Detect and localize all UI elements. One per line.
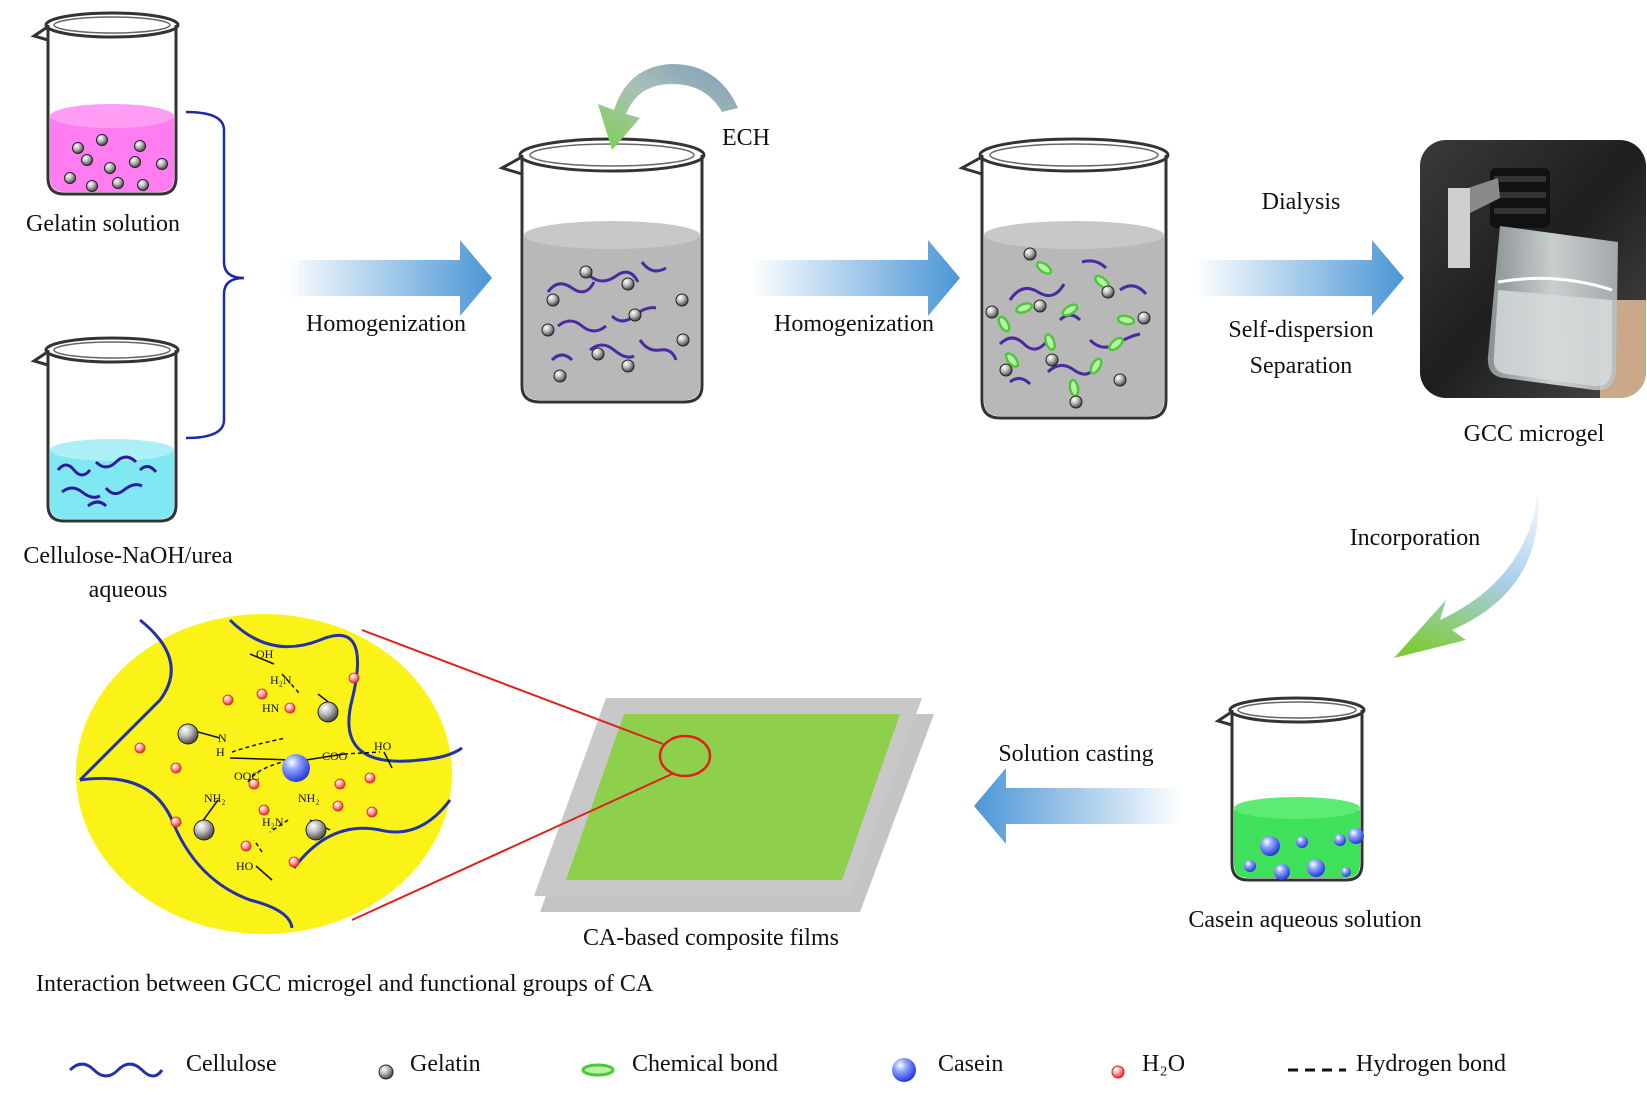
legend-casein-label: Casein: [938, 1051, 1004, 1077]
ech-label: ECH: [722, 125, 770, 151]
interaction-water: [134, 672, 378, 868]
cellulose-solution-label-2: aqueous: [88, 577, 168, 603]
label-ho-right: HO: [374, 739, 392, 753]
ech-beaker-gelatin: [541, 265, 690, 383]
dialysis-label: Dialysis: [1261, 189, 1341, 215]
legend-h2o-label: H₂O: [1142, 1051, 1186, 1077]
gelatin-solution-label: Gelatin solution: [26, 211, 180, 237]
homogenization-arrow-2: [752, 240, 960, 316]
dialysis-arrow: [1196, 240, 1404, 316]
solution-casting-label: Solution casting: [998, 741, 1154, 767]
crosslinked-bonds: [997, 261, 1136, 398]
interaction-caption: Interaction between GCC microgel and fun…: [36, 971, 654, 997]
legend-casein-icon: [892, 1058, 916, 1082]
label-hn: HN: [262, 701, 280, 715]
gcc-microgel-label: GCC microgel: [1463, 421, 1605, 447]
ech-curved-arrow: [598, 64, 738, 150]
crosslinked-beaker: [958, 137, 1170, 420]
interaction-zoom: OH H₂N HN N H COO HO OOC NH₂ NH₂ H₂N HO: [76, 614, 463, 934]
legend-hydrogen-bond-label: Hydrogen bond: [1356, 1051, 1506, 1077]
legend-cellulose-label: Cellulose: [186, 1051, 277, 1077]
separation-label: Separation: [1249, 353, 1353, 379]
label-h2n-top: H₂N: [270, 673, 292, 687]
label-h-left: H: [216, 745, 225, 759]
cellulose-chains: [56, 455, 158, 508]
homogenization-arrow-1: [283, 240, 492, 316]
homogenization-label-2: Homogenization: [774, 311, 934, 337]
casein-particles: [1244, 828, 1364, 880]
legend-gelatin-icon: [378, 1064, 394, 1080]
crosslinked-gelatin: [985, 247, 1151, 409]
cellulose-solution-label-1: Cellulose-NaOH/urea: [23, 543, 233, 569]
label-ooc: OOC: [234, 769, 259, 783]
ech-beaker-chains: [546, 261, 678, 362]
casein-beaker: [1214, 696, 1366, 882]
legend-markers: [68, 1058, 1346, 1082]
gelatin-particles: [64, 134, 168, 192]
incorporation-label: Incorporation: [1349, 525, 1481, 551]
legend-gelatin-label: Gelatin: [410, 1051, 481, 1077]
zoom-circle: [658, 734, 712, 778]
merge-bracket: [185, 110, 245, 440]
label-nh2-left: NH₂: [204, 791, 226, 805]
label-n-left: N: [218, 731, 227, 745]
interaction-cellulose-chains: [78, 618, 463, 929]
gcc-microgel-photo: [1420, 140, 1646, 398]
composite-film: [534, 698, 934, 912]
interaction-labels: OH H₂N HN N H COO HO OOC NH₂ NH₂ H₂N HO: [204, 647, 392, 873]
ech-beaker: [498, 137, 706, 404]
legend-chemical-bond-label: Chemical bond: [632, 1051, 778, 1077]
composite-films-label: CA-based composite films: [583, 925, 839, 951]
solution-casting-arrow: [974, 768, 1182, 844]
gelatin-beaker: [30, 11, 180, 196]
interaction-casein: [282, 754, 310, 782]
label-nh2-mid: NH₂: [298, 791, 320, 805]
label-h2n-low: H₂N: [262, 815, 284, 829]
casein-solution-label: Casein aqueous solution: [1188, 907, 1422, 933]
legend-cellulose-icon: [68, 1062, 164, 1078]
label-coo-right: COO: [322, 749, 348, 763]
label-oh-top: OH: [256, 647, 274, 661]
interaction-gelatin: [177, 701, 339, 841]
legend-chemical-bond-icon: [581, 1063, 615, 1077]
legend-h2o-icon: [1111, 1065, 1125, 1079]
zoom-lines: [351, 629, 673, 921]
homogenization-label-1: Homogenization: [306, 311, 466, 337]
cellulose-beaker: [30, 336, 180, 523]
legend: Cellulose Gelatin Chemical bond Casein H…: [0, 1040, 1647, 1090]
label-ho-low: HO: [236, 859, 254, 873]
self-dispersion-label: Self-dispersion: [1228, 317, 1374, 343]
incorporation-arrow: [1394, 494, 1539, 658]
